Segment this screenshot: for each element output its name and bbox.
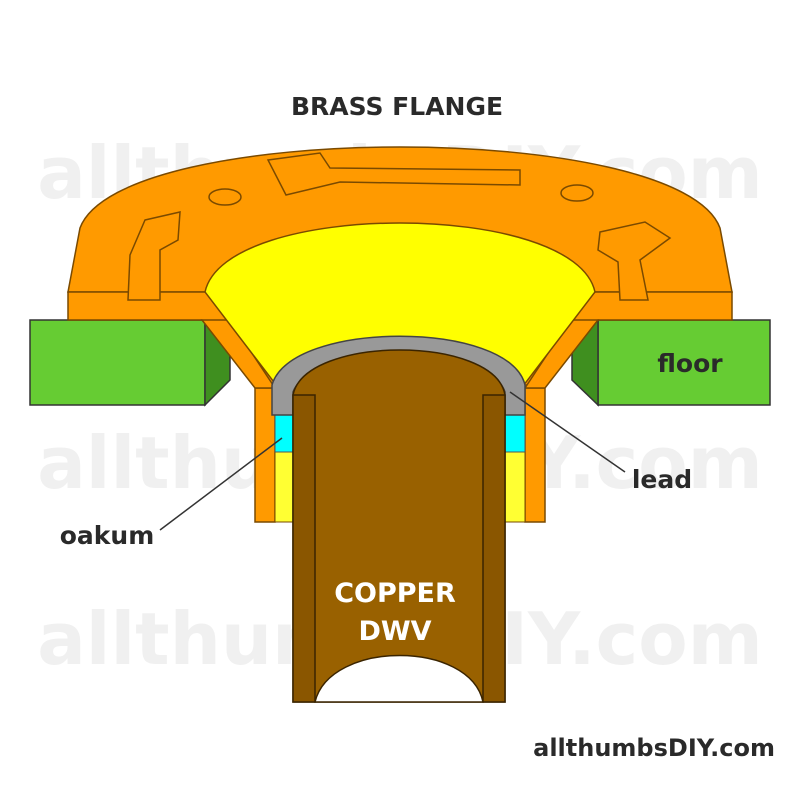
pipe-label-line2: DWV bbox=[358, 616, 431, 647]
title-label: BRASS FLANGE bbox=[291, 92, 503, 121]
floor-label: floor bbox=[657, 349, 723, 378]
inner-cone bbox=[204, 222, 596, 391]
copper-pipe bbox=[292, 349, 506, 703]
footer-site-label: allthumbsDIY.com bbox=[533, 734, 775, 762]
bolt-holes bbox=[208, 184, 594, 206]
leader-lines bbox=[159, 391, 626, 531]
lead-label: lead bbox=[632, 465, 692, 494]
neck-fill-left bbox=[274, 451, 294, 523]
flange-slots bbox=[127, 152, 672, 301]
oakum-label: oakum bbox=[60, 521, 155, 550]
neck-fill-right bbox=[504, 451, 526, 523]
oakum-left bbox=[274, 414, 294, 453]
pipe-label-line1: COPPER bbox=[334, 578, 456, 609]
oakum-right bbox=[504, 414, 526, 453]
floor-left bbox=[29, 318, 231, 407]
